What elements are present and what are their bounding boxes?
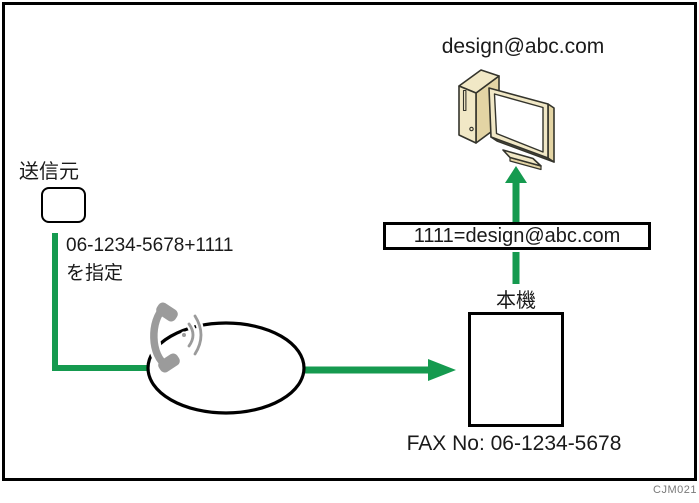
dial-instruction-line2: を指定 — [66, 263, 124, 284]
machine-box — [468, 312, 564, 427]
sender-label: 送信元 — [19, 161, 79, 183]
telephone-handset-icon — [147, 299, 183, 376]
machine-label: 本機 — [496, 290, 536, 312]
figure-code: CJM021 — [653, 484, 697, 496]
green-elbow-line — [52, 233, 147, 371]
sender-box — [41, 187, 86, 223]
sound-waves-icon — [180, 312, 205, 358]
routing-rule-box: 1111=design@abc.com — [383, 222, 651, 250]
routing-rule-label: 1111=design@abc.com — [413, 224, 621, 247]
diagram-border — [2, 2, 697, 481]
fax-number-label: FAX No: 06-1234-5678 — [406, 432, 622, 455]
email-address-label: design@abc.com — [441, 35, 605, 58]
computer-icon — [458, 69, 555, 171]
dial-instruction-line1: 06-1234-5678+1111 — [66, 235, 234, 256]
green-up-arrow — [505, 166, 527, 222]
green-right-arrow — [300, 359, 456, 381]
